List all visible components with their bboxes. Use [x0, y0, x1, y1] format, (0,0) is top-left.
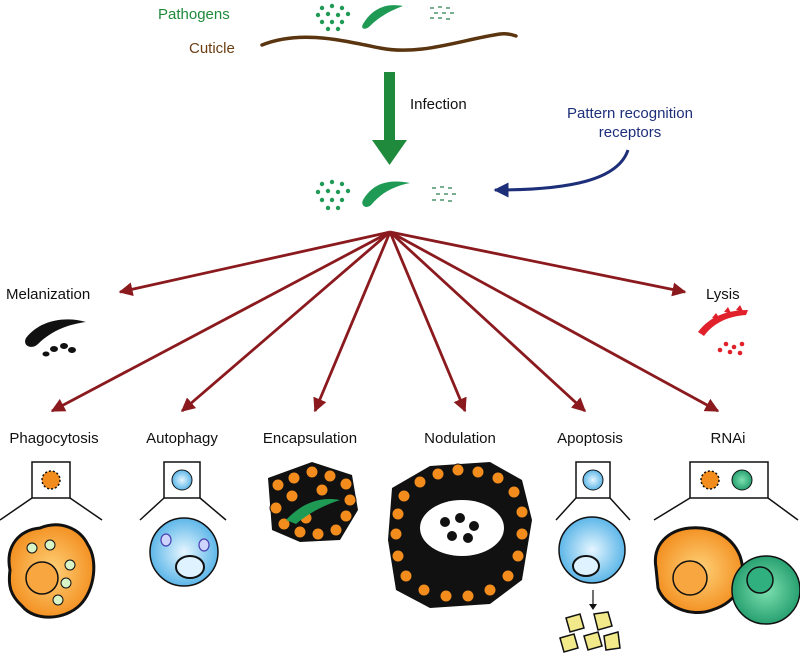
prr-label-line1: Pattern recognition	[567, 105, 693, 122]
lysis-icon	[698, 305, 748, 356]
pathogens-label: Pathogens	[158, 6, 230, 23]
phagocytosis-illustration	[0, 461, 103, 619]
middle-pathogens-icon	[315, 179, 456, 211]
prr-arrow	[493, 149, 630, 198]
prr-label-line2: receptors	[598, 124, 662, 141]
phagocytosis-label: Phagocytosis	[9, 430, 99, 447]
infection-arrow	[372, 72, 407, 165]
autophagy-label: Autophagy	[146, 430, 218, 447]
apoptosis-label: Apoptosis	[557, 430, 623, 447]
melanization-label: Melanization	[6, 286, 91, 303]
melanization-icon	[25, 319, 86, 357]
apoptosis-illustration	[555, 461, 631, 653]
nodulation-illustration	[388, 462, 532, 608]
rnai-illustration	[653, 461, 800, 625]
lysis-label: Lysis	[706, 286, 740, 303]
infection-label: Infection	[410, 96, 467, 113]
nodulation-label: Nodulation	[424, 430, 496, 447]
response-arrows	[50, 230, 720, 413]
cuticle-label: Cuticle	[189, 40, 235, 57]
cuticle-line	[260, 32, 518, 52]
rnai-label: RNAi	[710, 430, 746, 447]
encapsulation-illustration	[268, 462, 358, 542]
encapsulation-label: Encapsulation	[262, 430, 358, 447]
top-pathogens-icon	[315, 3, 454, 32]
autophagy-illustration	[139, 461, 227, 587]
